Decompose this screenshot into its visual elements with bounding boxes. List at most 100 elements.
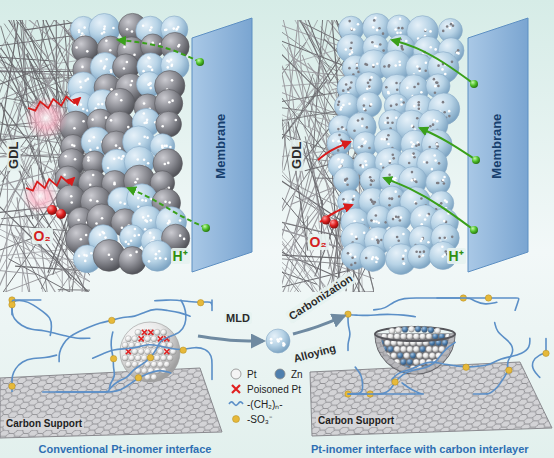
gdl-fibers-part [0, 20, 30, 116]
pt-nanoparticle-part [142, 330, 147, 335]
catalyst-cluster-part [402, 258, 405, 261]
catalyst-cluster-part [333, 167, 359, 193]
pt-nanoparticle-part [164, 349, 170, 355]
oxygen-path-part [24, 96, 68, 140]
catalyst-cluster-part [371, 238, 374, 241]
catalyst-cluster-part [363, 104, 366, 107]
proton-path-part [420, 128, 476, 160]
catalyst-cluster-part [82, 108, 85, 111]
catalyst-cluster-part [337, 149, 340, 152]
catalyst-cluster-part [429, 46, 432, 49]
catalyst-cluster-part [353, 129, 356, 132]
ptzn-particle-part [394, 346, 400, 352]
catalyst-cluster-part [438, 162, 441, 165]
catalyst-cluster-part [422, 254, 425, 257]
gdl-fibers-part [6, 165, 8, 292]
ptzn-particle-part [429, 353, 435, 359]
catalyst-cluster-part [371, 41, 374, 44]
catalyst-cluster-part [416, 65, 419, 68]
catalyst-cluster-part [99, 233, 102, 236]
catalyst-cluster-part [142, 24, 145, 27]
legend-swatch [272, 368, 288, 380]
gdl-fibers-part [282, 163, 315, 292]
catalyst-cluster-part [382, 32, 385, 35]
catalyst-cluster-part [95, 222, 98, 225]
ptzn-particle-part [394, 333, 400, 339]
catalyst-cluster-part [434, 48, 437, 51]
catalyst-cluster-part [441, 68, 444, 71]
catalyst-cluster-part [391, 153, 394, 156]
catalyst-cluster-part [413, 86, 416, 89]
pt-nanoparticle-part [151, 361, 157, 367]
ptzn-particle-part [402, 326, 408, 332]
catalyst-cluster-part [141, 199, 144, 202]
catalyst-cluster-part [413, 105, 416, 108]
ionomer-chain-part [485, 295, 491, 301]
catalyst-cluster-part [108, 253, 111, 256]
ptzn-particle-part [421, 326, 427, 332]
catalyst-cluster-part [411, 171, 414, 174]
ionomer-chain-part [135, 375, 141, 381]
gdl-fibers-part [282, 20, 338, 72]
catalyst-cluster-part [399, 64, 402, 67]
catalyst-cluster-part [82, 120, 85, 123]
catalyst-cluster-part [395, 103, 398, 106]
panel-caption: Conventional Pt-inomer interface [37, 443, 214, 456]
catalyst-cluster-part [149, 232, 152, 235]
pt-nanoparticle-part [135, 329, 141, 335]
support-label: Carbon Support [316, 415, 396, 427]
catalyst-cluster-part [450, 23, 453, 26]
ptzn-particle-part [436, 365, 442, 371]
catalyst-cluster-part [166, 66, 169, 69]
pt-nanoparticle-part [141, 329, 147, 335]
catalyst-cluster-part [149, 87, 152, 90]
catalyst-cluster-part [91, 118, 94, 121]
ptzn-particle-part [423, 353, 429, 359]
catalyst-cluster-part [344, 179, 347, 182]
catalyst-cluster-part [426, 214, 429, 217]
catalyst-cluster-part [434, 85, 437, 88]
catalyst-cluster-part [131, 30, 134, 33]
process-arrow-part [280, 338, 283, 341]
catalyst-cluster-part [337, 158, 340, 161]
ptzn-particle-part [400, 346, 406, 352]
catalyst-cluster-part [368, 147, 371, 150]
oxygen-path-part [318, 142, 350, 160]
catalyst-cluster-part [406, 87, 409, 90]
catalyst-cluster-part [372, 26, 375, 29]
process-label: MLD [224, 312, 252, 325]
ptzn-particle-part [415, 326, 421, 332]
catalyst-cluster-part [436, 145, 439, 148]
catalyst-cluster-part [337, 140, 340, 143]
ionomer-chain-part [348, 314, 415, 350]
proton-path-part [128, 188, 206, 228]
pt-nanoparticle-part [157, 349, 163, 355]
ptzn-particle-part [384, 365, 390, 371]
catalyst-cluster-part [397, 239, 400, 242]
catalyst-cluster-part [371, 200, 374, 203]
pt-nanoparticle-part [157, 361, 163, 367]
catalyst-cluster-part [424, 218, 427, 221]
ionomer-chain-part [12, 355, 57, 392]
catalyst-cluster-part [161, 146, 164, 149]
process-arrow-part [198, 336, 263, 341]
catalyst-cluster-part [363, 97, 366, 100]
catalyst-cluster-part [349, 87, 352, 90]
catalyst-cluster-part [401, 27, 404, 30]
membrane-slab-part [468, 18, 528, 272]
gdl-fibers-part [0, 57, 53, 61]
catalyst-cluster-part [163, 163, 166, 166]
pt-nanoparticle-part [132, 336, 138, 342]
catalyst-cluster-part [435, 81, 438, 84]
ptzn-particle-part [442, 365, 448, 371]
catalyst-cluster-part [176, 27, 179, 30]
ionomer-chain [9, 297, 212, 392]
legend-swatch-shape [232, 385, 240, 393]
catalyst-cluster-part [75, 46, 78, 49]
catalyst-cluster-part [85, 234, 88, 237]
catalyst-cluster-part [338, 166, 341, 169]
catalyst-cluster-part [368, 85, 371, 88]
catalyst-cluster-part [365, 164, 368, 167]
catalyst-cluster-part [122, 155, 125, 158]
ptzn-particle-part [434, 328, 440, 334]
